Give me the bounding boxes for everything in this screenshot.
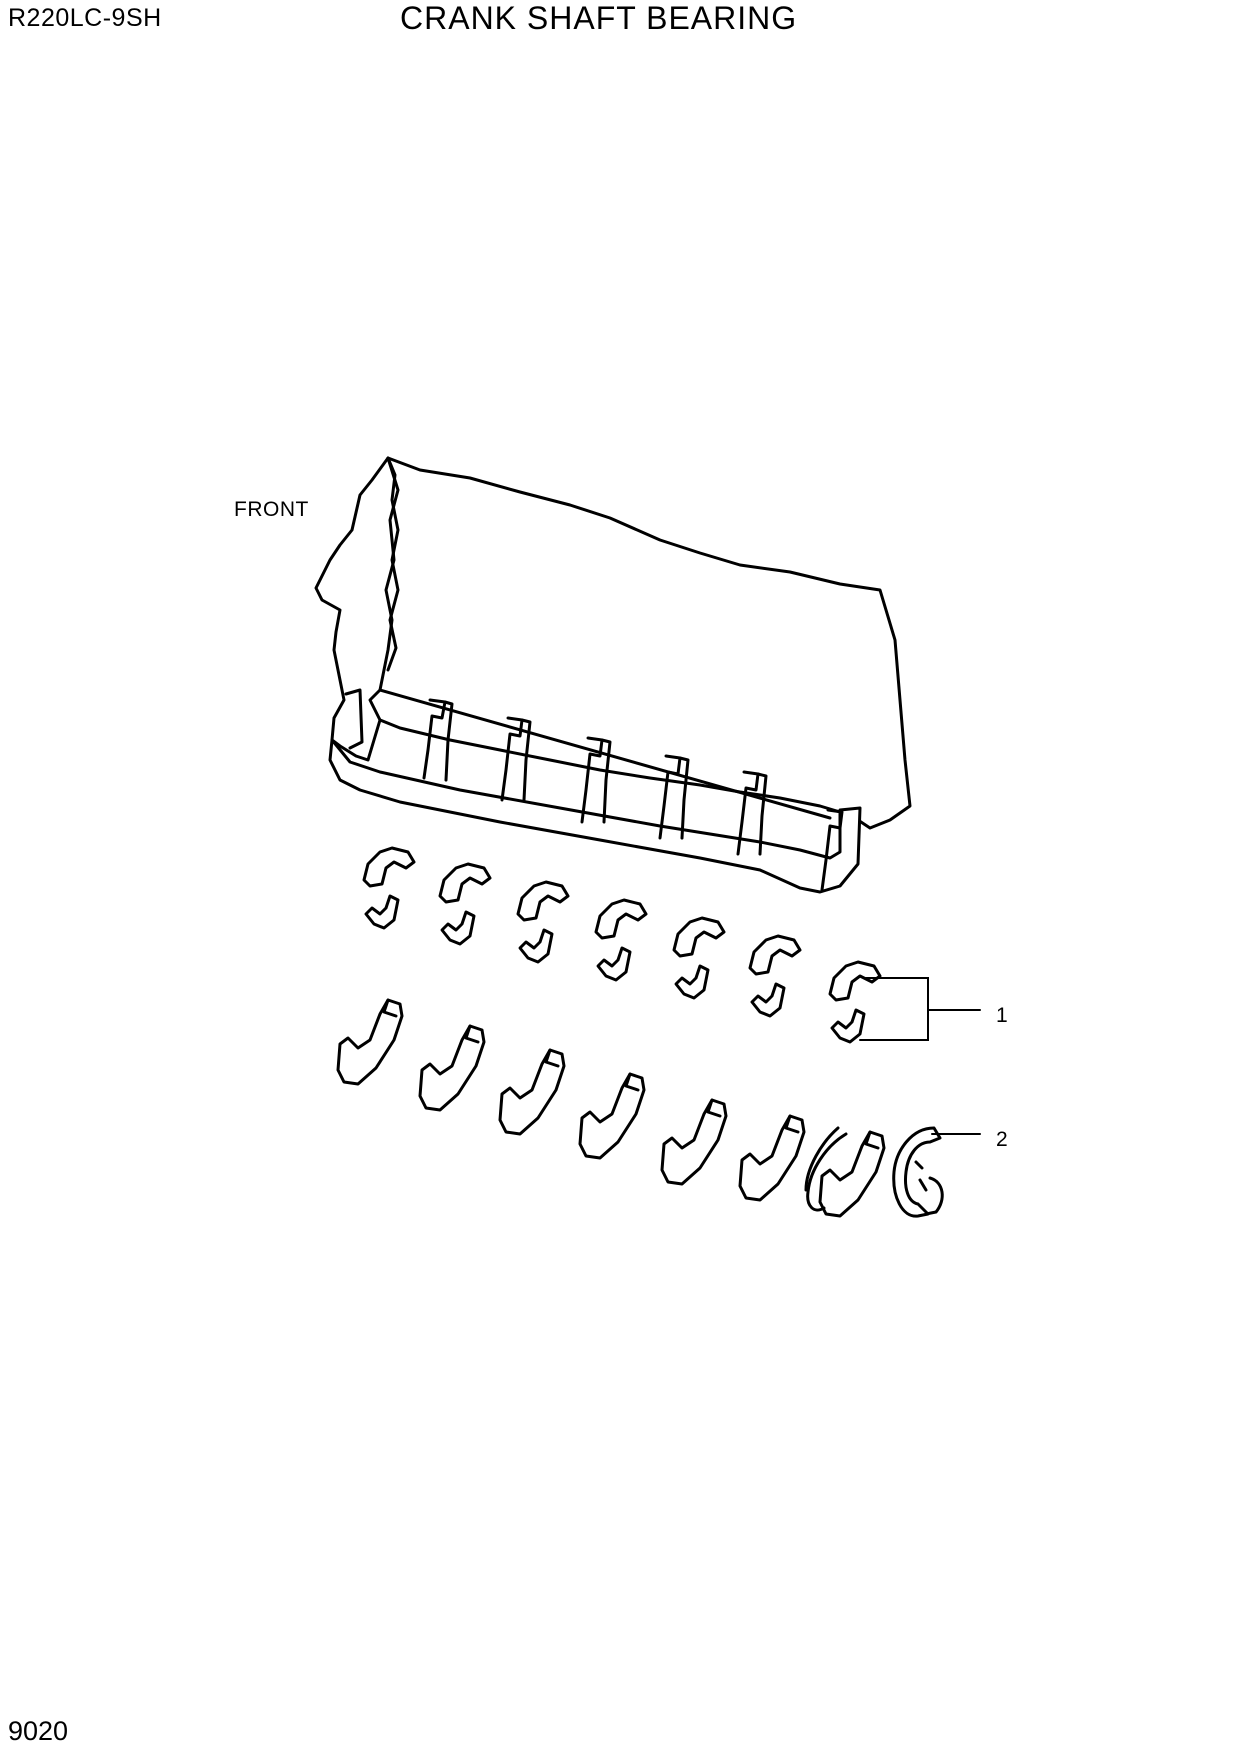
thrust-washers bbox=[804, 1126, 944, 1218]
main-bearing-shells bbox=[362, 846, 882, 1044]
front-label: FRONT bbox=[234, 498, 309, 521]
page-title: CRANK SHAFT BEARING bbox=[400, 0, 798, 36]
callout-1: 1 bbox=[996, 1004, 1008, 1027]
callout-2: 2 bbox=[996, 1128, 1008, 1151]
page-number: 9020 bbox=[8, 1716, 69, 1746]
callout-1-leader bbox=[859, 977, 981, 1041]
main-bearing-webs bbox=[422, 698, 844, 892]
main-bearing-caps bbox=[336, 998, 886, 1218]
engine-block bbox=[314, 456, 912, 894]
model-code: R220LC-9SH bbox=[8, 4, 162, 32]
